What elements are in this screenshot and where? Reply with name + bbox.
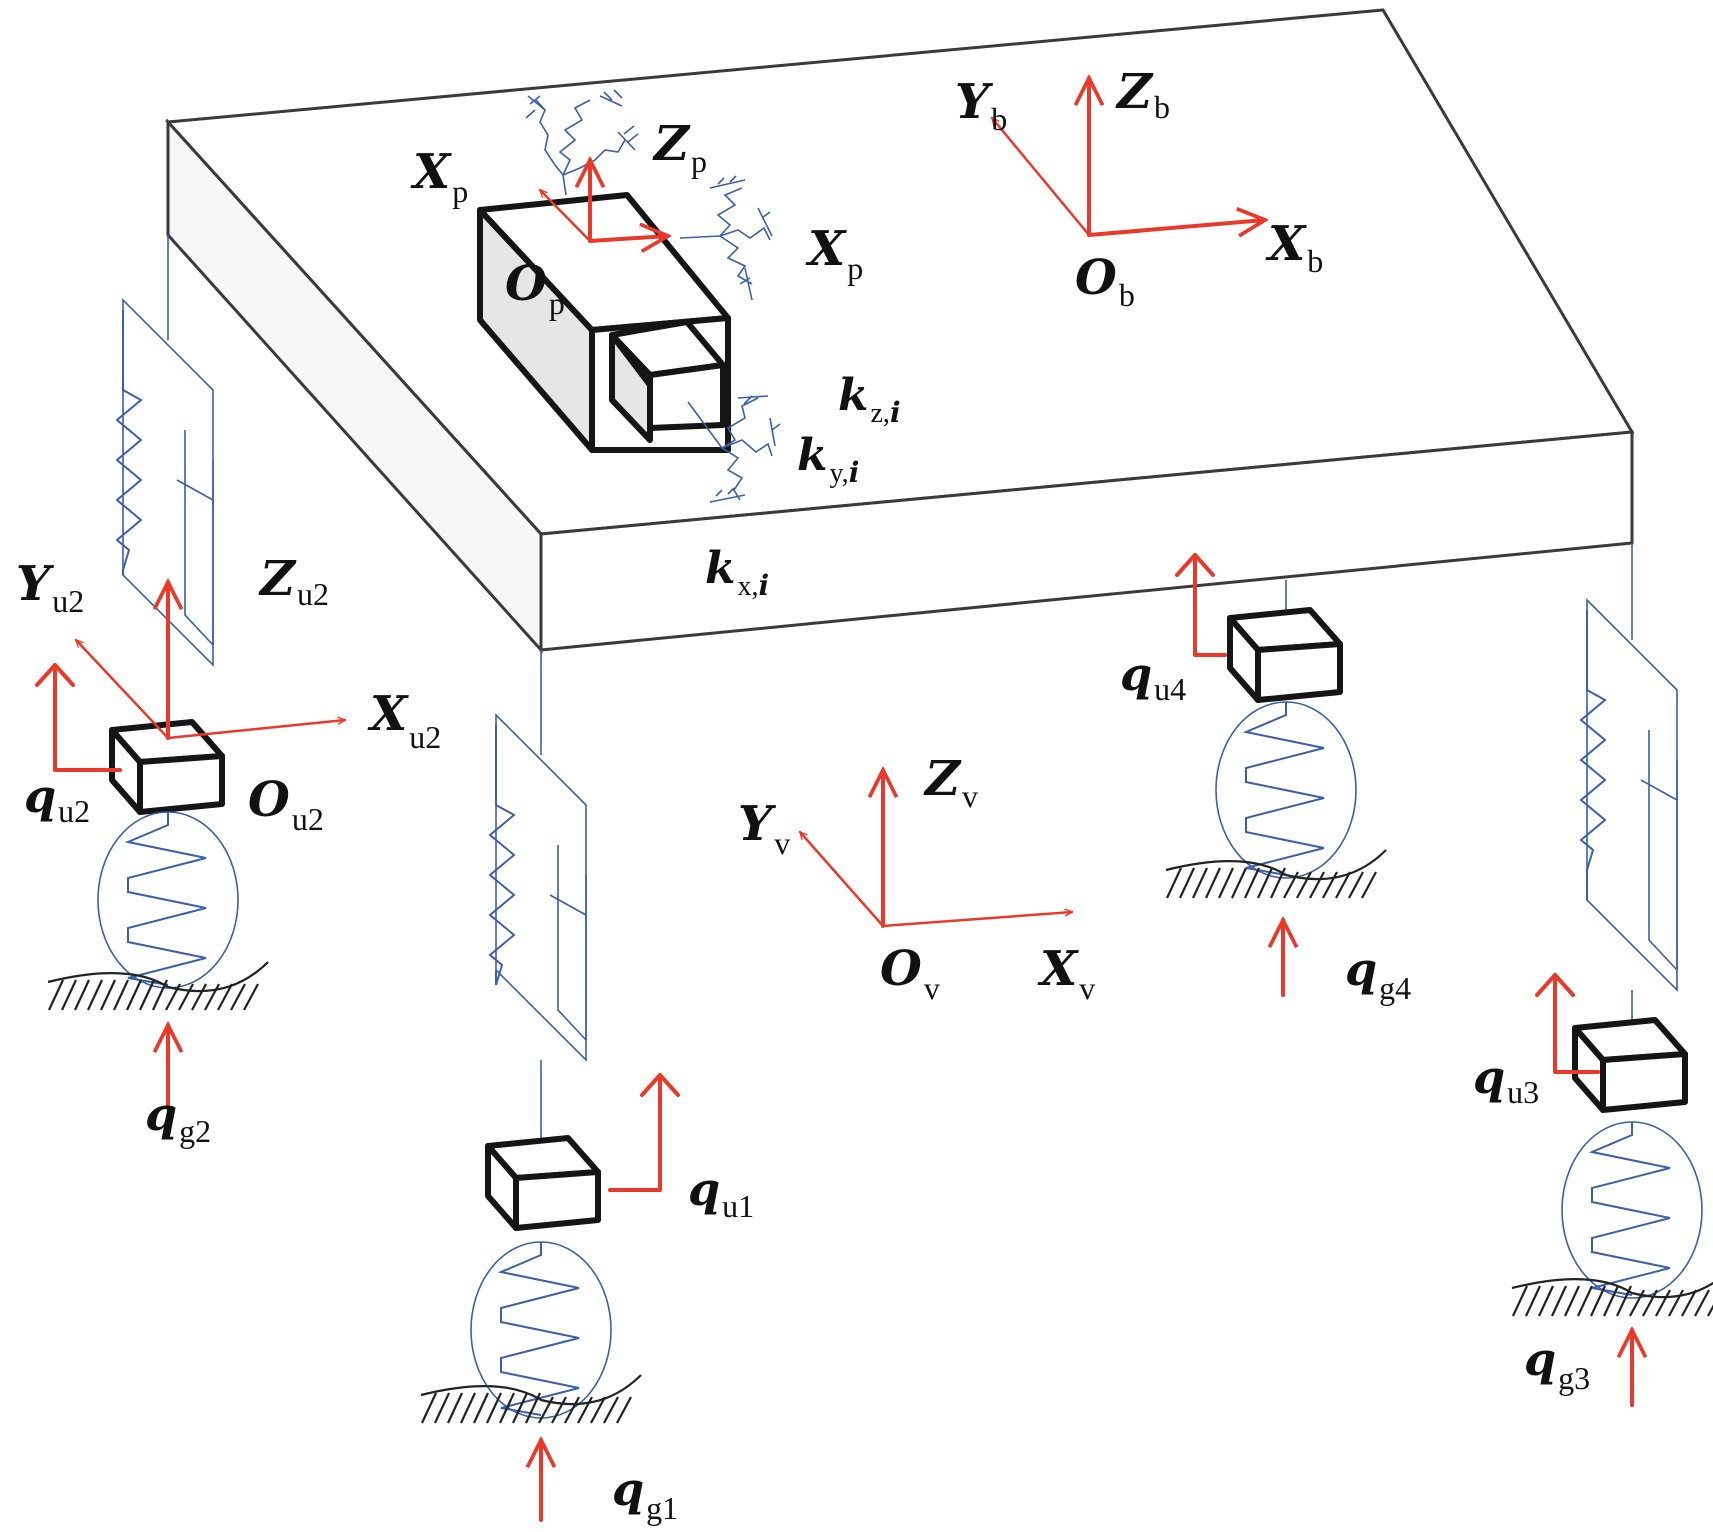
label-kz: kz,i [838, 370, 901, 429]
unsprung-mass-front [1255, 641, 1343, 703]
body-x-axis [1087, 220, 1265, 235]
wheel-assembly-3 [1511, 543, 1713, 1407]
body-y-axis [990, 116, 1091, 237]
payload-spring-x [679, 175, 773, 301]
body-frame [990, 78, 1265, 237]
suspension-damper [549, 845, 587, 1041]
labels: Zb Yb Xb Ob Zp Xp Xp Op kz,i ky,i kx,i Z… [16, 64, 1590, 1526]
label-qu1: qu1 [688, 1162, 754, 1224]
label-ob: Ob [1075, 250, 1135, 313]
label-xu2: Xu2 [367, 686, 441, 755]
suspension-damper [176, 430, 214, 646]
ground-hatch [1166, 867, 1377, 899]
suspension-damper [1640, 730, 1678, 971]
unsprung-mass-front [513, 1169, 601, 1231]
unsprung-mass-front [1600, 1051, 1688, 1113]
vehicle-x-axis [881, 912, 1074, 928]
payload-spring-yz [687, 395, 781, 503]
label-ky: ky,i [797, 430, 859, 489]
arrow-head [1175, 553, 1215, 577]
label-qg4: qg4 [1345, 942, 1411, 1006]
suspension-frame [122, 298, 214, 667]
label-qu2: qu2 [24, 769, 90, 829]
unsprung-displacement-arrow [608, 1073, 662, 1192]
ground-surface [1165, 849, 1387, 881]
tire-spring [497, 1242, 580, 1416]
label-qu4: qu4 [1120, 647, 1186, 707]
arrow-head [1535, 973, 1575, 997]
unsprung-displacement-arrow [1193, 553, 1227, 657]
unsprung2-frame [74, 582, 345, 740]
label-xp-left: Xp [410, 144, 468, 209]
label-qu3: qu3 [1473, 1050, 1539, 1110]
vehicle-y-axis [798, 830, 885, 928]
unsprung-mass-front [137, 753, 225, 815]
ground-surface [47, 961, 269, 993]
label-qg1: qg1 [612, 1462, 678, 1526]
ground-hatch [421, 1392, 632, 1424]
wheel-assembly-4 [1165, 553, 1387, 997]
arrow-head [35, 663, 75, 687]
label-zv: Zv [923, 751, 978, 814]
ground-hatch [1512, 1285, 1713, 1317]
label-yu2: Yu2 [16, 556, 84, 619]
arrow-head [640, 1073, 680, 1097]
payload-inner-front [647, 362, 726, 431]
label-zb: Zb [1115, 64, 1170, 125]
label-ou2: Ou2 [248, 772, 324, 837]
u2-x-axis [166, 720, 345, 740]
label-zu2: Zu2 [258, 551, 329, 612]
unsprung-displacement-arrow [1553, 973, 1600, 1074]
label-op: Op [505, 256, 565, 321]
vehicle-frame [798, 770, 1074, 928]
payload-y-axis [538, 188, 592, 243]
label-qg2: qg2 [145, 1087, 211, 1149]
label-xb: Xb [1265, 216, 1323, 279]
unsprung-displacement-arrow [53, 663, 122, 772]
suspension-frame [1586, 598, 1678, 992]
ground-surface [420, 1374, 642, 1406]
wheel-assembly-1 [420, 650, 680, 1522]
suspension-spring [488, 725, 516, 986]
u2-y-axis [74, 638, 170, 740]
label-zp: Zp [652, 116, 707, 179]
tire-spring [1588, 1122, 1671, 1296]
ground-hatch [48, 979, 259, 1011]
payload [477, 89, 781, 503]
label-xv: Xv [1037, 941, 1095, 1006]
suspension-spring [1579, 610, 1607, 900]
ground-surface [1511, 1278, 1713, 1299]
wheel-assembly-2 [35, 235, 269, 1107]
payload-x-axis [588, 236, 668, 241]
vehicle-body-slab [164, 8, 1635, 654]
label-kx: kx,i [705, 543, 769, 602]
label-qg3: qg3 [1524, 1332, 1590, 1396]
payload-inner-side [609, 332, 653, 443]
label-ov: Ov [880, 941, 940, 1006]
label-yb: Yb [955, 74, 1007, 137]
suspension-frame [495, 713, 587, 1062]
suspension-spring [115, 310, 143, 575]
label-xp-right: Xp [805, 221, 863, 286]
tire-spring [1242, 702, 1325, 876]
label-yv: Yv [738, 796, 790, 861]
wheel-assemblies [35, 235, 1713, 1522]
tire-spring [124, 812, 207, 986]
